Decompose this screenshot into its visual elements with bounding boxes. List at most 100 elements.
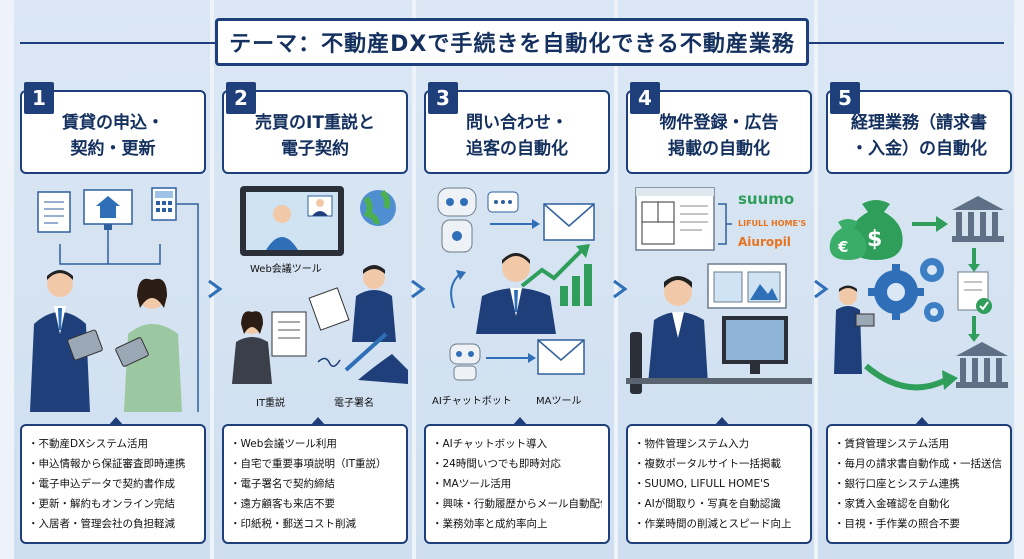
svg-text:$: $ — [867, 227, 882, 252]
bank-icon — [952, 196, 1004, 242]
step-number: 5 — [830, 82, 860, 114]
pen-signature-icon — [317, 332, 408, 384]
list-item: Web会議ツール利用 — [230, 434, 400, 454]
list-item: AIチャットボット導入 — [432, 434, 602, 454]
photo-window-icon — [707, 263, 787, 309]
step-number: 2 — [226, 82, 256, 114]
money-bag-icon: € — [829, 219, 867, 260]
mail-icon — [543, 203, 595, 241]
house-monitor-icon — [83, 189, 133, 230]
step-number: 3 — [428, 82, 458, 114]
step-title: 問い合わせ・ 追客の自動化 — [424, 90, 610, 174]
arrow-right-icon — [408, 278, 428, 300]
growth-chart-icon — [520, 244, 592, 306]
step-4: 4 物件登録・広告 掲載の自動化 suumo LIFULL HOME'S Aiu… — [626, 80, 812, 548]
caption-ai-chatbot: AIチャットボット — [432, 395, 512, 407]
page-title: テーマ：不動産DXで手続きを自動化できる不動産業務 — [215, 18, 809, 66]
step-3: 3 問い合わせ・ 追客の自動化 — [424, 80, 610, 548]
step-number: 1 — [24, 82, 54, 114]
list-item: 自宅で重要事項説明（IT重説） — [230, 454, 400, 474]
step-2: 2 売買のIT重説と 電子契約 Web会議ツール — [222, 80, 408, 548]
list-item: 電子申込データで契約書作成 — [28, 474, 198, 494]
businessman-with-laptop-figure — [834, 285, 875, 374]
caption-e-signature: 電子署名 — [334, 396, 374, 409]
list-item: 遠方顧客も来店不要 — [230, 494, 400, 514]
step-2-illustration: Web会議ツール — [222, 184, 408, 412]
monitor-icon — [722, 316, 788, 374]
list-item: 目視・手作業の照合不要 — [834, 514, 1004, 534]
step-5-bullets: 賃貸管理システム活用 毎月の請求書自動作成・一括送信 銀行口座とシステム連携 家… — [826, 417, 1012, 544]
brand-lifull: LIFULL HOME'S — [738, 219, 806, 228]
accounting-automation-illustration: $ € — [829, 196, 1008, 391]
businesswoman-figure — [115, 278, 182, 412]
list-item: 毎月の請求書自動作成・一括送信 — [834, 454, 1004, 474]
gear-icon — [924, 302, 944, 322]
step-title: 賃貸の申込・ 契約・更新 — [20, 90, 206, 174]
list-item: 24時間いつでも即時対応 — [432, 454, 602, 474]
robot-icon — [437, 187, 477, 253]
title-area: テーマ：不動産DXで手続きを自動化できる不動産業務 — [0, 18, 1024, 68]
list-item: 作業時間の削減とスピード向上 — [634, 514, 804, 534]
list-item: 賃貸管理システム活用 — [834, 434, 1004, 454]
gear-icon — [920, 258, 944, 282]
chat-bubble-icon — [487, 191, 519, 213]
step-5: 5 経理業務（請求書 ・入金）の自動化 $ € — [826, 80, 1012, 548]
list-item: 銀行口座とシステム連携 — [834, 474, 1004, 494]
title-rule-right — [809, 42, 1004, 44]
step-3-illustration: AIチャットボット MAツール — [424, 184, 610, 412]
globe-icon — [360, 189, 396, 226]
arrow-right-icon — [811, 278, 831, 300]
floor-plan-window-icon — [635, 187, 715, 251]
chatbot-icon — [449, 343, 481, 381]
list-item: 興味・行動履歴からメール自動配信 — [432, 494, 603, 514]
brand-aiuropil: Aiuropil — [738, 235, 791, 249]
list-item: 不動産DXシステム活用 — [28, 434, 198, 454]
list-item: 複数ポータルサイト一括掲載 — [634, 454, 804, 474]
document-check-icon — [957, 271, 992, 314]
video-call-tablet-icon — [240, 186, 344, 256]
auto-followup-illustration: AIチャットボット MAツール — [432, 187, 595, 407]
step-1-illustration — [20, 184, 206, 412]
list-item: MAツール活用 — [432, 474, 602, 494]
businesswoman-figure — [232, 311, 272, 384]
businessman-figure — [476, 253, 556, 334]
arrow-right-icon — [610, 278, 630, 300]
businessman-figure — [30, 270, 103, 412]
businessman-at-computer-figure — [648, 276, 708, 384]
list-item: 電子署名で契約締結 — [230, 474, 400, 494]
list-item: 入居者・管理会社の負担軽減 — [28, 514, 198, 534]
list-item: SUUMO, LIFULL HOME'S — [634, 474, 804, 494]
list-item: 印紙税・郵送コスト削減 — [230, 514, 400, 534]
list-item: 業務効率と成約率向上 — [432, 514, 602, 534]
list-item: 物件管理システム入力 — [634, 434, 804, 454]
step-5-illustration: $ € — [826, 184, 1012, 412]
list-item: 更新・解約もオンライン完結 — [28, 494, 198, 514]
gear-icon — [868, 264, 924, 320]
mail-icon — [537, 339, 585, 375]
arrow-right-icon — [205, 278, 225, 300]
businessman-figure — [352, 265, 396, 342]
brand-suumo: suumo — [738, 190, 794, 208]
svg-text:€: € — [837, 238, 848, 256]
it-explanation-illustration: Web会議ツール — [232, 186, 408, 409]
caption-ma-tool: MAツール — [536, 396, 581, 407]
document-icon — [308, 287, 350, 331]
title-rule-left — [20, 42, 215, 44]
list-item: 申込情報から保証審査即時連携 — [28, 454, 198, 474]
bank-icon — [956, 342, 1008, 388]
step-2-bullets: Web会議ツール利用 自宅で重要事項説明（IT重説） 電子署名で契約締結 遠方顧… — [222, 417, 408, 544]
step-1-bullets: 不動産DXシステム活用 申込情報から保証審査即時連携 電子申込データで契約書作成… — [20, 417, 206, 544]
document-icon — [37, 191, 71, 233]
caption-it-explanation: IT重説 — [256, 396, 285, 409]
list-item: 家賃入金確認を自動化 — [834, 494, 1004, 514]
caption-web-meeting: Web会議ツール — [250, 262, 322, 275]
step-3-bullets: AIチャットボット導入 24時間いつでも即時対応 MAツール活用 興味・行動履歴… — [424, 417, 610, 544]
document-icon — [271, 311, 307, 357]
step-4-illustration: suumo LIFULL HOME'S Aiuropil — [626, 184, 812, 412]
listing-registration-illustration: suumo LIFULL HOME'S Aiuropil — [626, 187, 812, 394]
list-item: AIが間取り・写真を自動認識 — [634, 494, 804, 514]
calculator-icon — [151, 187, 177, 221]
step-1: 1 賃貸の申込・ 契約・更新 — [20, 80, 206, 548]
step-4-bullets: 物件管理システム入力 複数ポータルサイト一括掲載 SUUMO, LIFULL H… — [626, 417, 812, 544]
contract-office-illustration — [30, 187, 199, 412]
